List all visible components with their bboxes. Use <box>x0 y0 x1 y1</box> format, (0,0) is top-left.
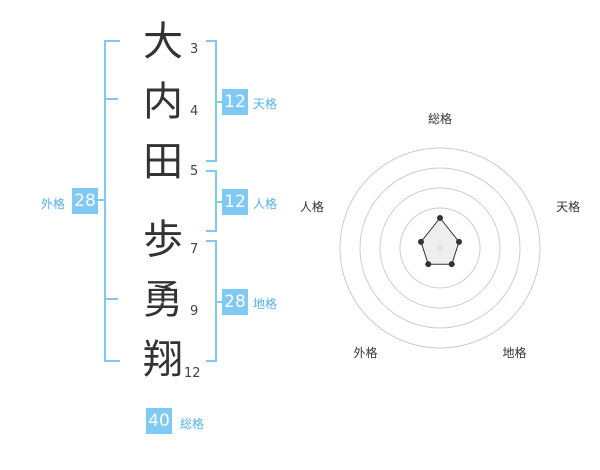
radar-axis-label-3: 地格 <box>503 345 527 360</box>
radar-point-1 <box>437 215 443 221</box>
stroke-count-4: 7 <box>190 242 199 257</box>
radar-axis-label-5: 人格 <box>300 199 324 214</box>
tenkaku-value-badge: 12 <box>222 89 248 115</box>
radar-axis-label-4: 外格 <box>353 345 377 360</box>
gaikaku-connector <box>92 199 104 201</box>
gaikaku-value-badge: 28 <box>72 188 98 214</box>
name-char-1: 大 <box>143 19 183 65</box>
name-char-5: 勇 <box>143 277 183 323</box>
radar-axis-label-1: 総格 <box>428 111 452 126</box>
jinkaku-connector <box>216 201 222 203</box>
radar-rings <box>339 147 541 349</box>
radar-point-5 <box>417 238 424 245</box>
gaikaku-tick-2 <box>104 298 118 300</box>
radar-ring-1 <box>399 207 481 289</box>
radar-point-4 <box>425 261 432 268</box>
soukaku-value-badge: 40 <box>146 408 172 434</box>
chikaku-connector <box>216 301 222 303</box>
jinkaku-value-badge: 12 <box>222 189 248 215</box>
radar-ring-4 <box>339 147 541 349</box>
gaikaku-tick-1 <box>104 98 118 100</box>
name-char-6: 翔 <box>143 337 183 383</box>
name-char-4: 歩 <box>143 217 183 263</box>
radar-ring-2 <box>379 187 501 309</box>
radar-point-3 <box>448 261 455 268</box>
chikaku-label: 地格 <box>253 297 278 311</box>
radar-polygon <box>420 217 460 265</box>
tenkaku-connector <box>216 101 222 103</box>
radar-center-dot <box>437 245 443 251</box>
tenkaku-label: 天格 <box>253 97 278 111</box>
stroke-count-3: 5 <box>190 164 199 179</box>
gaikaku-label: 外格 <box>41 197 66 211</box>
gaikaku-bracket <box>104 40 120 362</box>
stroke-count-5: 9 <box>190 304 199 319</box>
stroke-count-2: 4 <box>190 104 199 119</box>
stroke-count-1: 3 <box>190 42 199 57</box>
chikaku-value-badge: 28 <box>222 289 248 315</box>
jinkaku-label: 人格 <box>253 197 278 211</box>
radar-points <box>417 215 463 268</box>
name-char-3: 田 <box>143 139 183 185</box>
radar-point-2 <box>456 238 463 245</box>
name-char-2: 内 <box>143 79 183 125</box>
radar-axis-label-2: 天格 <box>556 199 580 214</box>
radar-ring-3 <box>359 167 521 329</box>
soukaku-label: 総格 <box>180 417 205 431</box>
stroke-count-6: 12 <box>184 366 201 381</box>
